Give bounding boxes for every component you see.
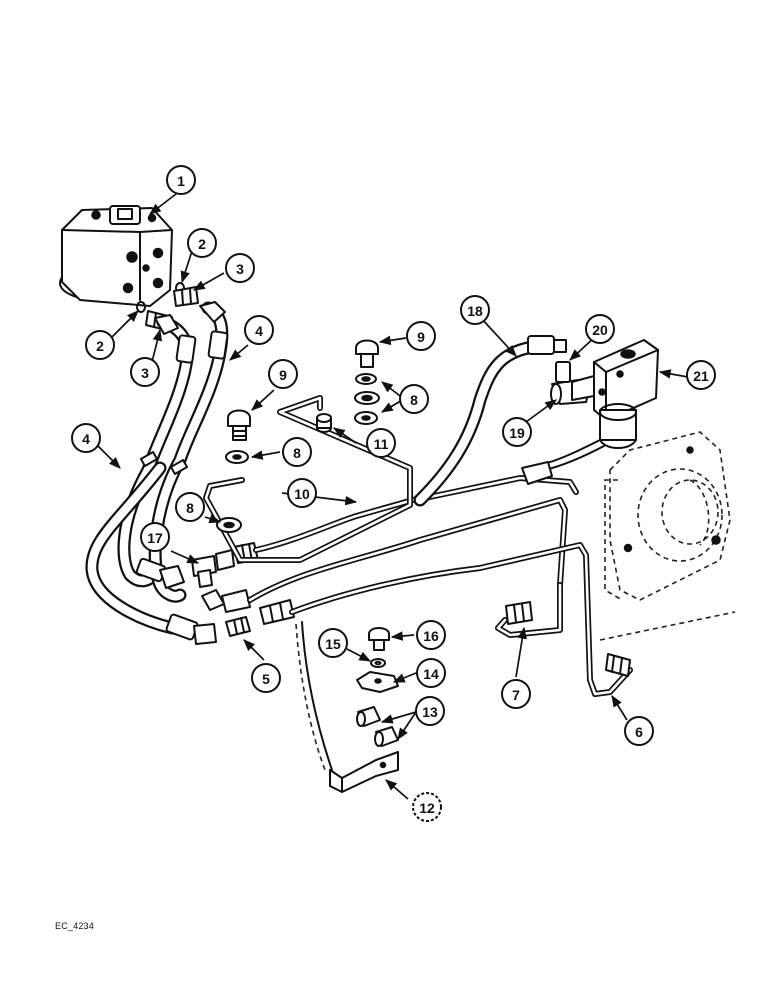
callout-label: 8 [410,392,418,408]
callout-8: 8 [175,492,205,522]
clamp-plate [356,671,399,693]
spring-washer [370,658,386,668]
callout-9: 9 [406,321,436,351]
valve-block [593,339,659,449]
callout-2: 2 [187,228,217,258]
electrical-lead [521,439,605,485]
clamp-bolt [368,627,390,651]
callout-16: 16 [416,620,446,650]
banjo-bolt-left [227,409,251,441]
callout-label: 5 [262,671,270,687]
elbow-adaptor [550,361,595,405]
callout-label: 19 [509,425,525,441]
steering-motor [59,205,173,307]
rigid-pipes [247,475,633,697]
hose-fittings [135,557,251,645]
callout-15: 15 [318,628,348,658]
steering-hoses [85,301,229,635]
callout-label: 2 [198,236,206,252]
tee-fitting [191,542,259,588]
banjo-bolt-right [355,339,379,368]
callout-label: 11 [374,436,389,452]
mounting-bracket [329,751,399,793]
callout-label: 7 [512,687,520,703]
callout-label: 12 [419,800,435,816]
callout-8: 8 [399,384,429,414]
callout-label: 13 [422,704,438,720]
callout-label: 8 [186,500,194,516]
callout-5: 5 [251,663,281,693]
callout-20: 20 [585,314,615,344]
callout-7: 7 [501,679,531,709]
callout-8: 8 [282,437,312,467]
clip-guide-line [301,621,333,771]
pipe-end-fittings [505,601,631,677]
clip-guide-dashed [295,623,326,771]
callout-3: 3 [225,253,255,283]
reference-code: EC_4234 [55,921,94,931]
callout-13: 13 [415,696,445,726]
callout-3: 3 [130,357,160,387]
bent-pipe [203,395,413,563]
pipe-unions-lower [201,589,295,625]
spacer-sleeve [316,413,332,433]
callout-label: 4 [82,431,90,447]
callout-12: 12 [412,792,442,822]
callout-label: 1 [177,173,185,189]
o-ring-lower [136,301,146,313]
callout-4: 4 [244,315,274,345]
callout-label: 15 [325,636,341,652]
callout-9: 9 [268,359,298,389]
callout-19: 19 [502,417,532,447]
callout-2: 2 [85,330,115,360]
adaptor-upper [173,286,199,307]
callout-label: 8 [293,445,301,461]
callout-label: 16 [423,628,439,644]
callout-label: 3 [236,261,244,277]
callout-17: 17 [140,522,170,552]
callout-label: 9 [417,329,425,345]
callout-4: 4 [71,423,101,453]
callout-18: 18 [460,295,490,325]
callout-label: 2 [96,338,104,354]
callout-label: 3 [141,365,149,381]
callout-label: 18 [467,303,483,319]
callout-1: 1 [166,165,196,195]
callout-label: 20 [592,322,608,338]
callout-6: 6 [624,716,654,746]
clamp-blocks [356,706,399,747]
hydraulic-pump-outline [599,431,736,641]
callout-21: 21 [686,360,716,390]
callout-11: 11 [366,428,396,458]
callout-label: 21 [693,368,709,384]
callout-label: 10 [294,486,310,502]
callout-14: 14 [416,658,446,688]
callout-label: 6 [635,724,643,740]
callout-label: 14 [423,666,439,682]
callout-label: 17 [147,530,163,546]
sealing-washers [216,373,380,533]
callout-label: 4 [255,323,263,339]
callout-10: 10 [287,478,317,508]
callout-label: 9 [279,367,287,383]
